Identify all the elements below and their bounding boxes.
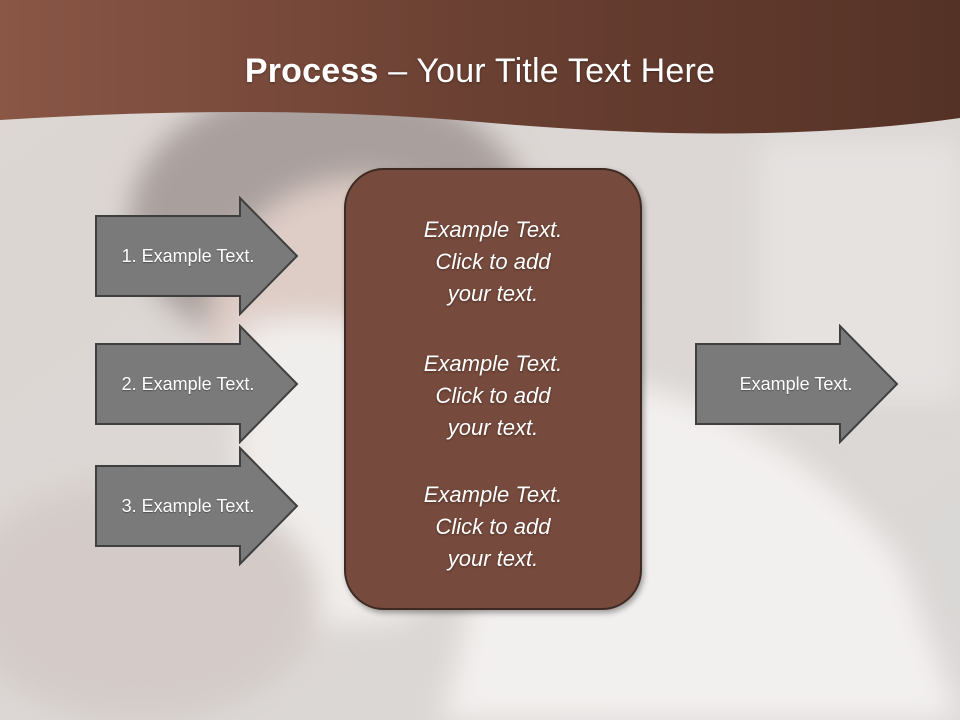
arrow-shape xyxy=(95,196,299,316)
input-arrow-label: 3. Example Text. xyxy=(121,495,255,516)
center-process-box[interactable]: Example Text. Click to add your text. Ex… xyxy=(344,168,642,610)
input-arrow-3[interactable]: 3. Example Text. xyxy=(94,446,304,566)
center-paragraph-1: Example Text. Click to add your text. xyxy=(423,217,563,306)
input-arrow-label: 1. Example Text. xyxy=(121,245,255,266)
output-arrow[interactable]: Example Text. xyxy=(694,324,904,444)
input-arrow-1[interactable]: 1. Example Text. xyxy=(94,196,304,316)
arrow-shape xyxy=(695,324,899,444)
input-arrow-2[interactable]: 2. Example Text. xyxy=(94,324,304,444)
arrow-shape xyxy=(95,446,299,566)
arrow-shape xyxy=(95,324,299,444)
slide-title[interactable]: Process – Your Title Text Here xyxy=(0,52,960,91)
center-paragraph-2: Example Text. Click to add your text. xyxy=(423,351,563,440)
output-arrow-label: Example Text. xyxy=(739,373,853,394)
input-arrow-label: 2. Example Text. xyxy=(121,373,255,394)
title-bold: Process xyxy=(244,52,379,90)
center-paragraph-3: Example Text. Click to add your text. xyxy=(423,482,563,571)
header-band xyxy=(0,0,960,134)
title-rest: – Your Title Text Here xyxy=(378,52,716,90)
